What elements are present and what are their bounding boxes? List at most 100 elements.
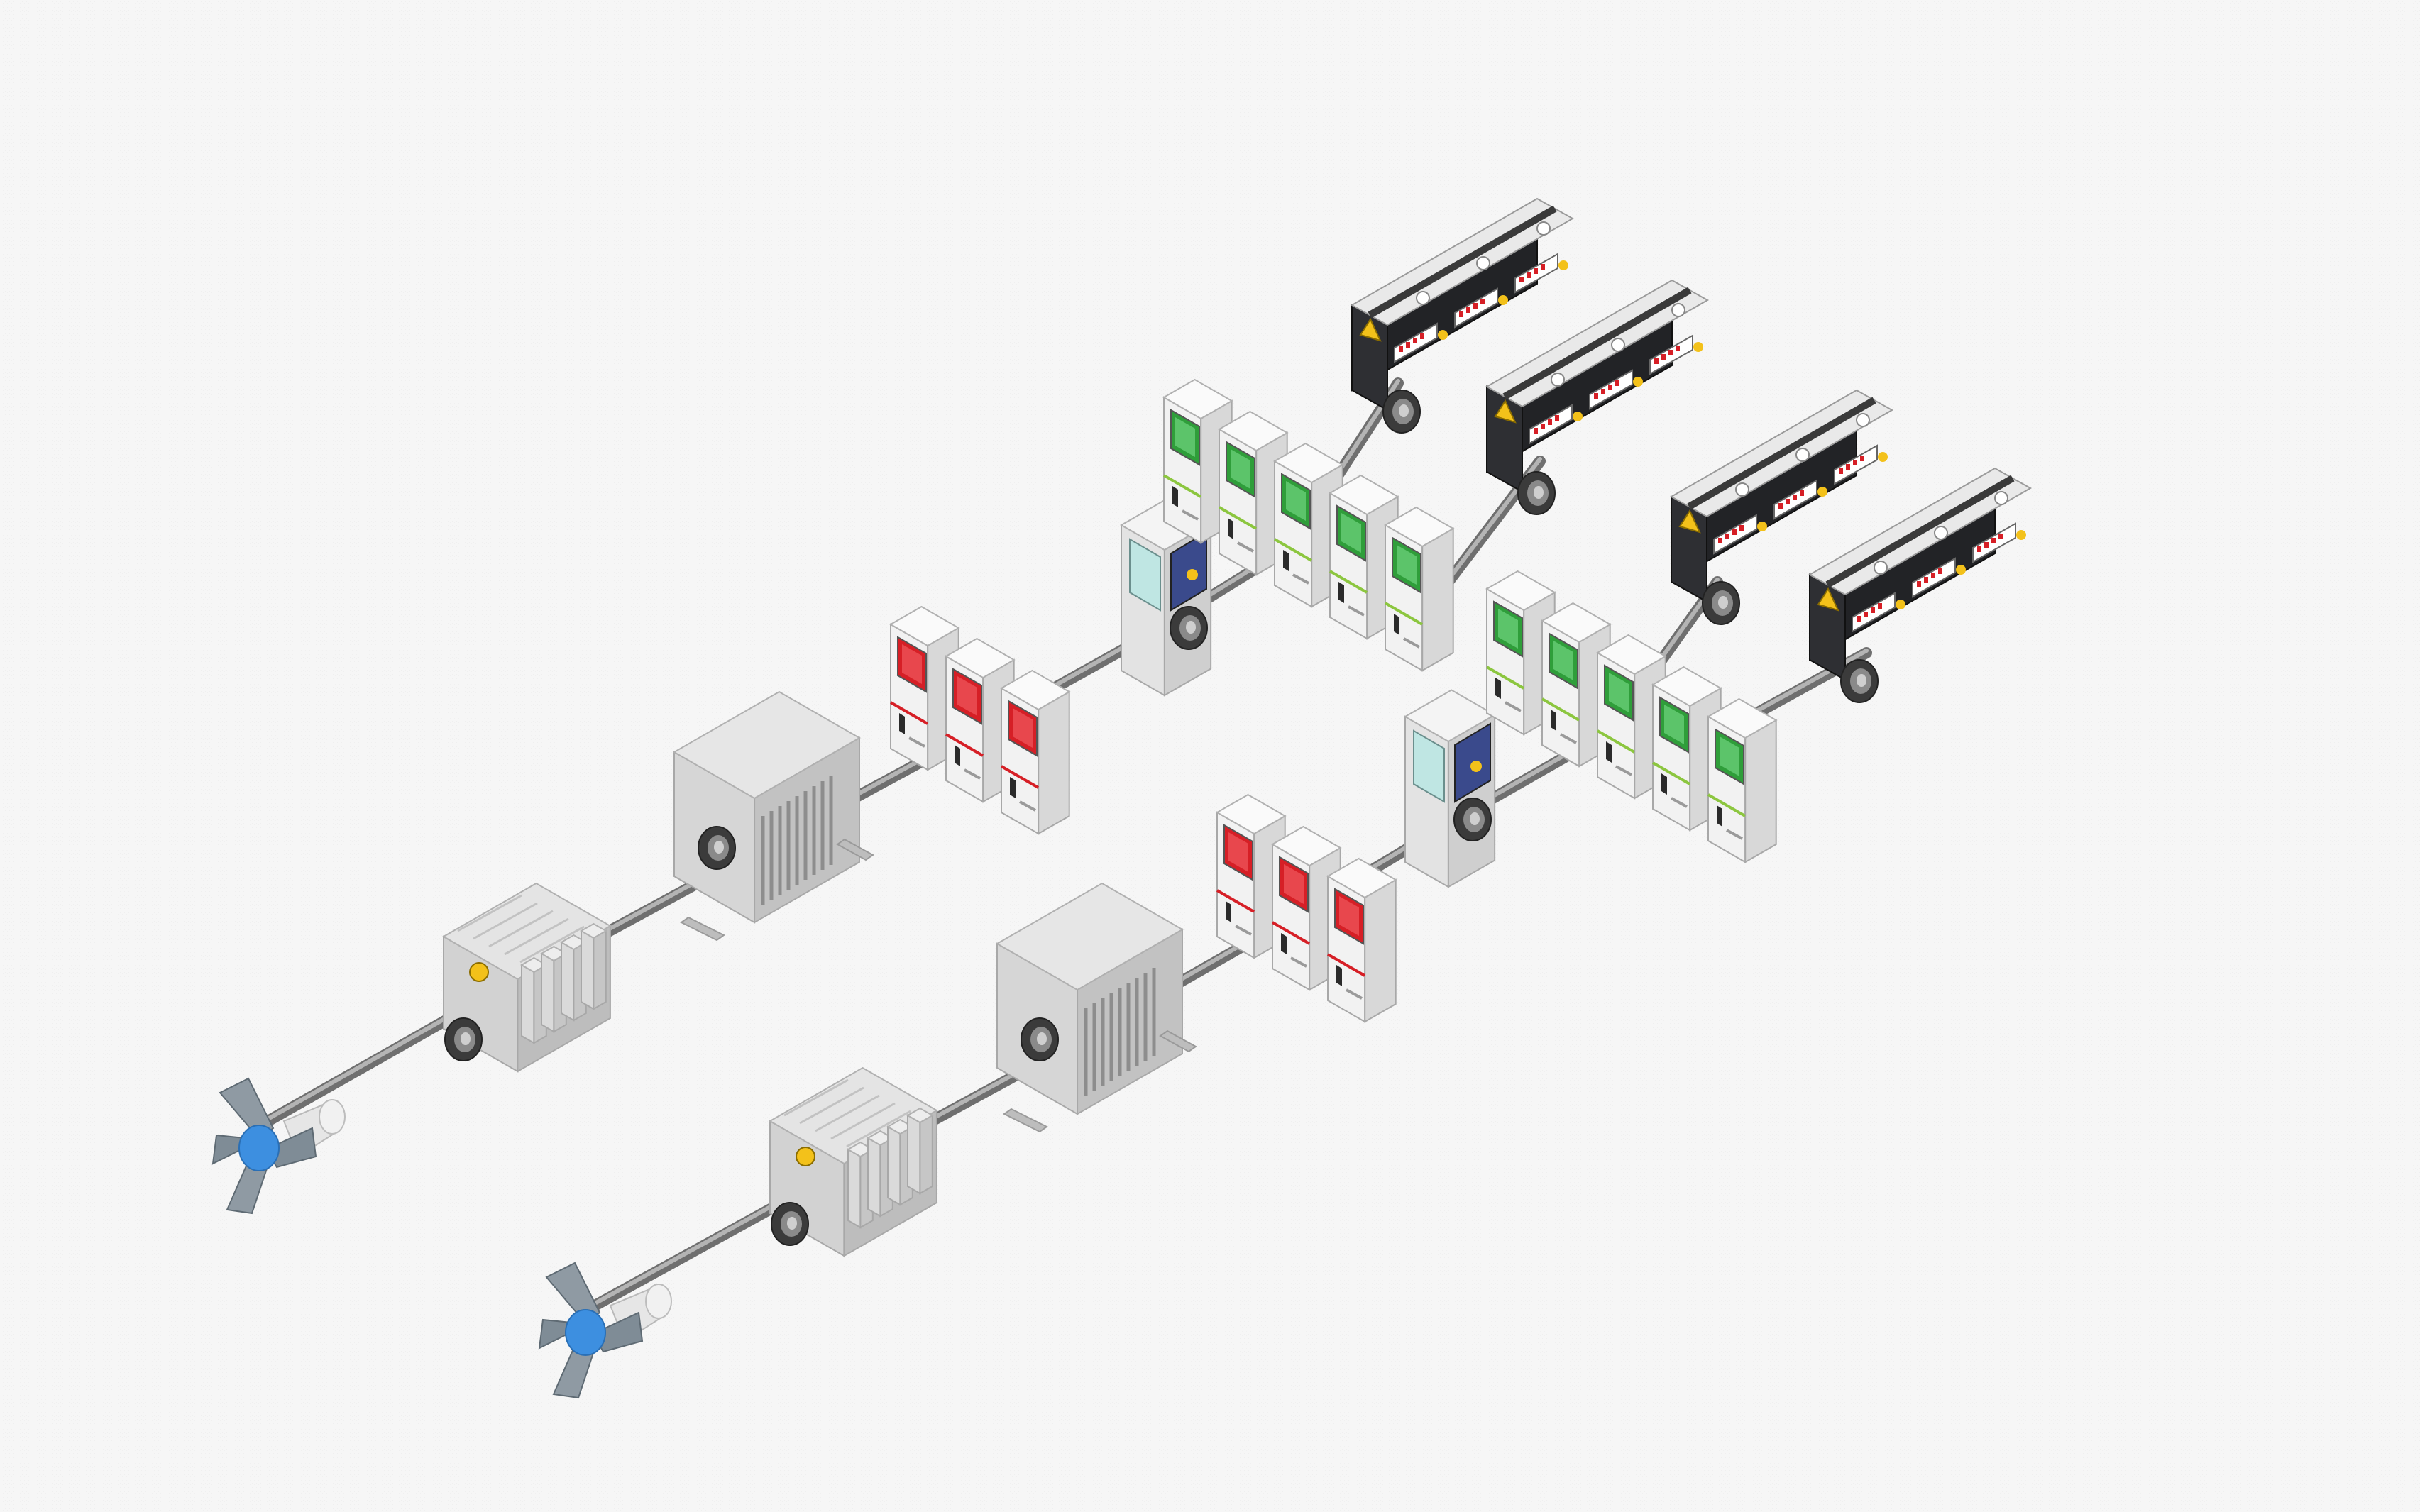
warning-sign-icon: [796, 1147, 815, 1166]
genset-indicator-light: [1778, 503, 1783, 509]
coupling-center: [1470, 812, 1480, 825]
top-face: [441, 882, 612, 981]
genset-indicator-light: [1917, 581, 1921, 587]
transformer-foot: [1003, 1108, 1048, 1133]
genset-indicator-light: [1931, 573, 1935, 578]
electric-motor-icon: [768, 1066, 938, 1257]
converter-body: [1403, 689, 1497, 888]
genset-indicator-light: [1977, 546, 1981, 552]
genset-indicator-light: [1853, 460, 1857, 465]
cabinet-accent-line: [1652, 761, 1690, 785]
genset-indicator-light: [1661, 354, 1666, 360]
cabinet-switch: [1495, 678, 1501, 699]
side-face: [593, 929, 607, 1010]
cabinet-accent-line: [1001, 765, 1039, 789]
motor-rib: [783, 1078, 849, 1117]
cabinet-vent: [1403, 637, 1420, 649]
top-face: [1706, 697, 1778, 739]
cabinet-accent-line: [1272, 921, 1310, 945]
shaft-highlight: [253, 1003, 471, 1128]
drive-converter-icon: [1403, 689, 1497, 888]
genset-indicator-light: [1718, 538, 1722, 543]
warning-sign-icon: [1359, 317, 1382, 342]
breaker-panel-row: [889, 605, 1071, 835]
genset-cap: [1551, 373, 1565, 387]
front-face: [907, 1114, 921, 1195]
genset-indicator-light: [1413, 338, 1417, 343]
genset-indicator-light: [1871, 607, 1875, 613]
genset-top-stripe: [1368, 205, 1557, 319]
cabinet-switch: [955, 745, 960, 766]
top-face: [768, 1066, 938, 1165]
shaft-coupling: [1453, 798, 1492, 841]
motor-rib: [815, 1094, 880, 1132]
screen-glare: [1553, 641, 1573, 680]
motor-rib: [519, 925, 585, 964]
coupling-center: [461, 1032, 471, 1045]
converter-screen: [1413, 729, 1445, 803]
genset-gauge: [1817, 487, 1827, 497]
shaft-coupling: [771, 1202, 809, 1246]
genset-gauge: [1956, 565, 1966, 575]
side-face: [919, 1114, 933, 1195]
generator-set-icon: [1669, 389, 1894, 625]
genset-indicator-light: [1534, 428, 1538, 434]
cabinet-switch: [1338, 582, 1344, 603]
motor-rib: [846, 1110, 911, 1148]
shaft-coupling: [1021, 1017, 1059, 1061]
motor-fin: [579, 922, 607, 1010]
genset-indicator-light: [1924, 577, 1928, 583]
cabinet-switch: [1394, 614, 1399, 635]
cabinet-switch: [1283, 550, 1289, 571]
front-face: [581, 929, 595, 1010]
shaft-coupling: [444, 1017, 483, 1061]
genset-indicator-light: [1406, 342, 1410, 348]
cabinet-switch: [1281, 933, 1287, 954]
genset-indicator-light: [1732, 529, 1737, 535]
cabinet-vent: [1346, 988, 1363, 1000]
shaft-highlight: [580, 1191, 797, 1313]
cabinet-vent: [1292, 573, 1309, 585]
top-face: [1162, 378, 1233, 420]
warning-sign-icon: [1494, 399, 1517, 424]
top-face: [1217, 410, 1289, 452]
cabinet-vent: [1019, 800, 1036, 812]
front-face: [561, 941, 575, 1022]
converter-screen: [1129, 538, 1161, 612]
genset-indicator-light: [1541, 424, 1545, 429]
cabinet-switch: [1606, 741, 1612, 763]
screen-glare: [1498, 609, 1518, 649]
coupling-center: [1399, 404, 1409, 417]
transformer-foot: [680, 916, 725, 942]
side-face: [1038, 690, 1070, 835]
transformer-icon: [672, 690, 874, 942]
genset-indicator-light: [1608, 385, 1612, 390]
genset-gauge: [1757, 522, 1767, 531]
cabinet-vent: [1615, 765, 1632, 776]
genset-indicator-light: [1878, 603, 1882, 609]
genset-indicator-light: [1601, 389, 1605, 394]
cabinet-vent: [1290, 956, 1307, 968]
top-face: [1270, 825, 1342, 867]
genset-indicator-light: [1480, 299, 1485, 304]
warning-sign-icon: [1187, 569, 1198, 580]
genset-indicator-light: [1420, 333, 1424, 339]
cabinet-switch: [1010, 777, 1016, 798]
motor-rib: [473, 902, 538, 940]
screen-glare: [1397, 545, 1417, 585]
generator-set-icon: [1808, 467, 2033, 703]
screen-glare: [1341, 513, 1361, 553]
top-face: [906, 1107, 934, 1124]
coupling-center: [787, 1217, 797, 1230]
genset-gauge: [1438, 330, 1448, 340]
genset-indicator-light: [1984, 542, 1989, 548]
genset-indicator-light: [1615, 380, 1619, 386]
screen-glare: [1339, 896, 1359, 936]
genset-gauge: [1633, 377, 1643, 387]
genset-indicator-light: [1473, 303, 1478, 309]
genset-indicator-light: [1594, 393, 1598, 399]
transformer-foot: [836, 838, 874, 861]
top-face: [889, 605, 960, 647]
genset-gauge: [1498, 295, 1508, 305]
